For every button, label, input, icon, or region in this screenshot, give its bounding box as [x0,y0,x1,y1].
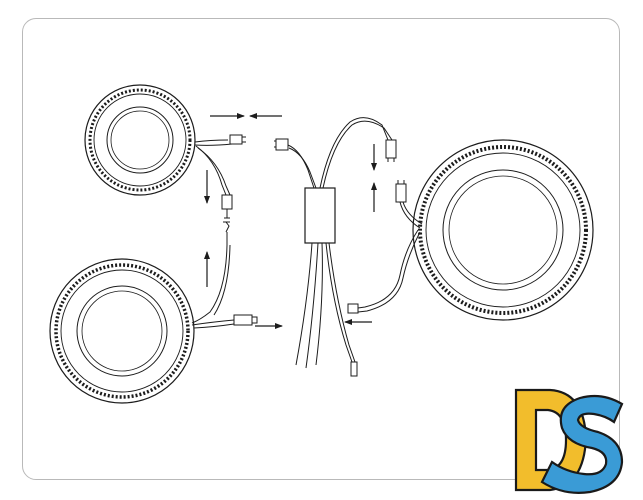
wire-top-left-ring [194,139,233,196]
connector-plug-bottom-left [233,314,258,326]
connector-plug-top-left [229,134,246,145]
diagram-frame [22,18,620,480]
ring-light-bottom-left [49,258,195,404]
control-module-harness [274,117,393,377]
connector-inline-left [221,194,233,245]
wire-right-ring [347,180,423,314]
ds-logo [514,388,624,494]
ring-light-right [412,139,594,321]
ring-light-top-left [84,84,196,196]
logo-letter-s [540,394,624,494]
assembly-arrows [204,113,377,329]
wire-bottom-left-ring [191,244,235,329]
connector-plug-top-right-harness [385,139,397,162]
